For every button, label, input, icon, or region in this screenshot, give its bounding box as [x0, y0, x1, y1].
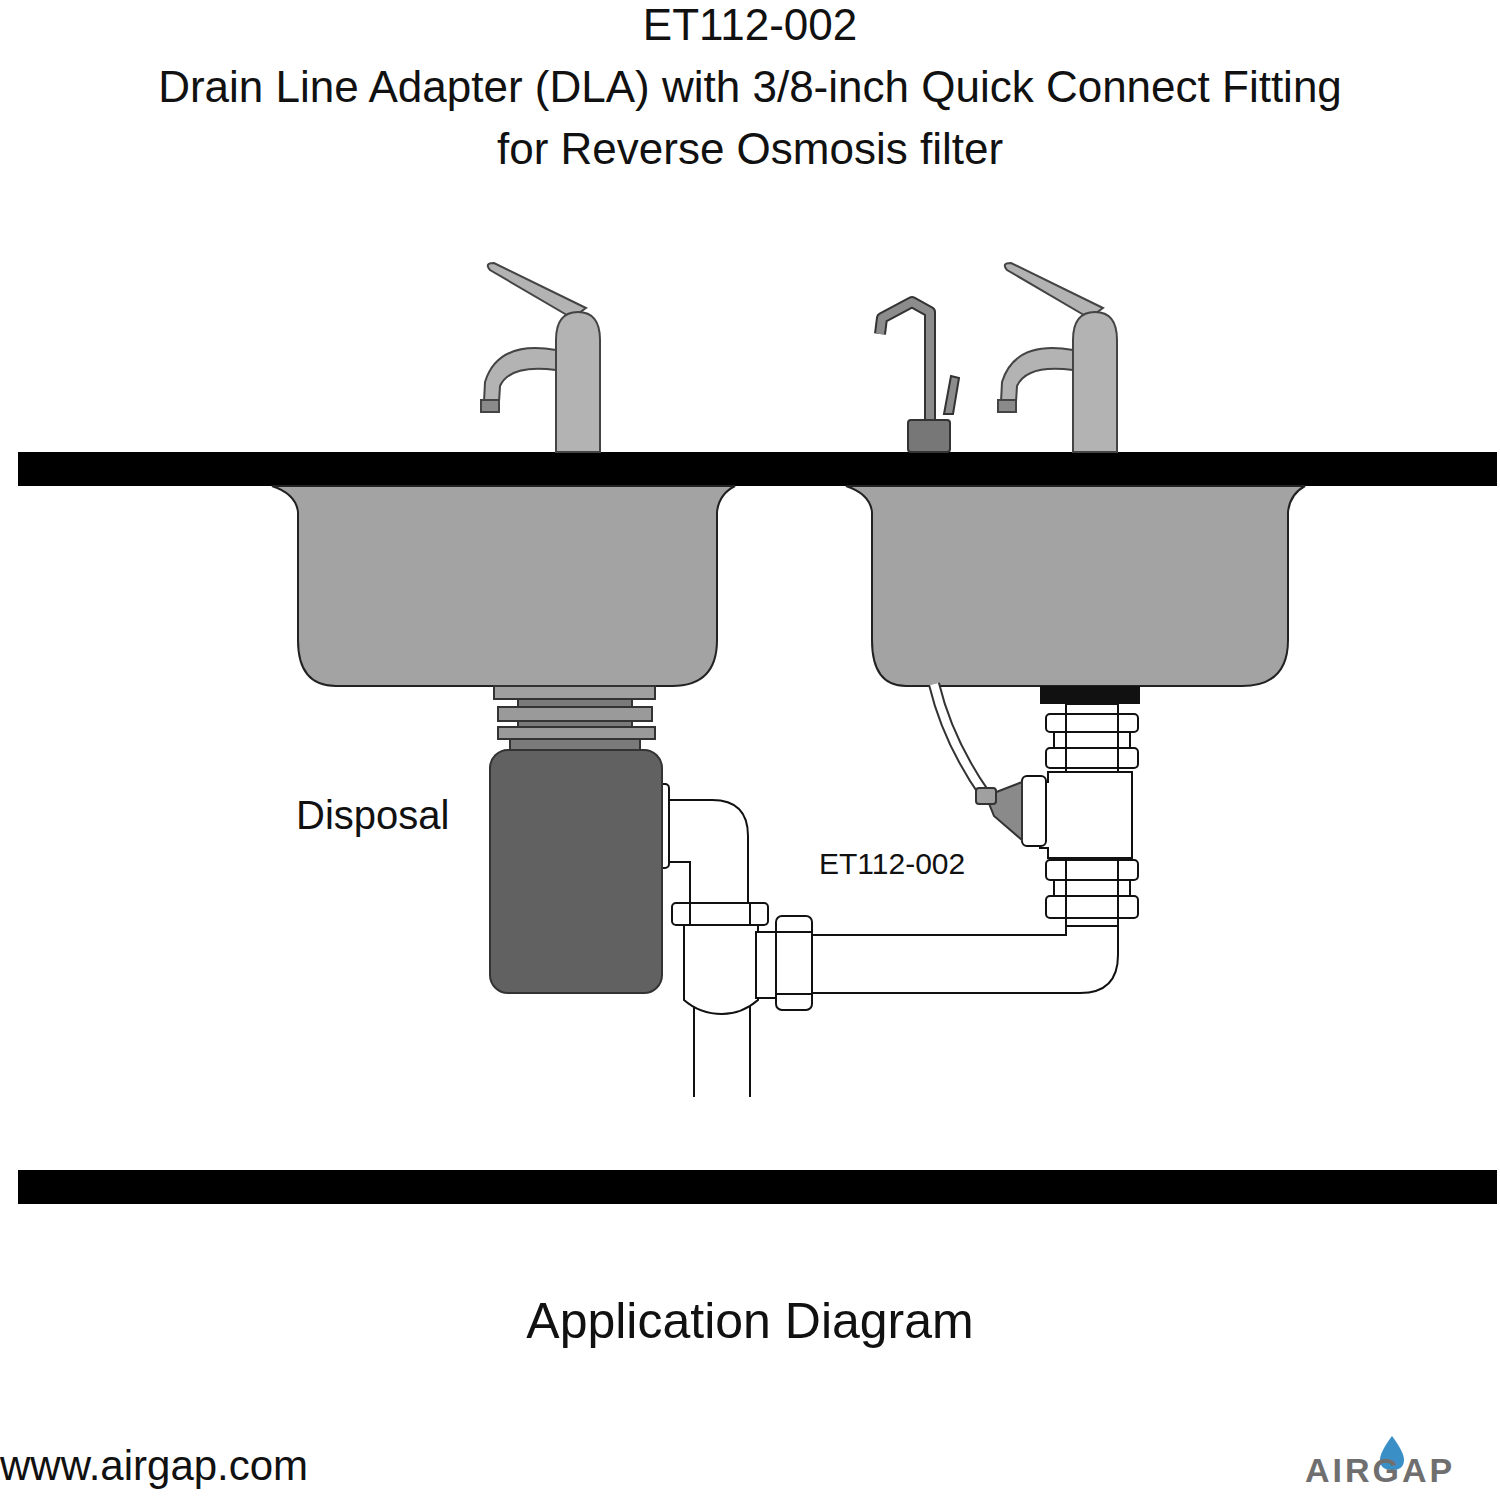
mount-ring: [498, 707, 652, 721]
faucet-body: [556, 312, 600, 452]
ro-drain-tube: [934, 684, 986, 796]
nut-ridge: [776, 931, 812, 933]
faucet-body: [1073, 312, 1117, 452]
mount-flange: [494, 686, 655, 699]
node-shape: [970, 770, 1050, 850]
slip-nut: [1046, 896, 1138, 918]
trap-arm: [812, 924, 1118, 993]
mount-ring: [498, 727, 655, 739]
slip-nut: [1046, 714, 1138, 732]
website-url: www.airgap.com: [0, 1442, 420, 1490]
nut-ridge: [749, 903, 751, 925]
nut-ridge: [1065, 860, 1067, 918]
drain-flange: [1040, 686, 1140, 704]
mount-ring: [518, 699, 632, 707]
slip-nut: [776, 916, 812, 1010]
node-shape: [490, 750, 662, 993]
faucet-lever: [488, 263, 586, 318]
nut-ridge: [1117, 860, 1119, 918]
pipe-tee: [684, 922, 758, 1014]
faucet-spout: [1001, 348, 1073, 402]
diagram-title: ET112-002: [0, 2, 1500, 48]
disposal-elbow: [662, 800, 748, 905]
subtitle: Drain Line Adapter (DLA) with 3/8-inch Q…: [140, 56, 1360, 180]
ro-faucet-neck: [880, 302, 930, 422]
part-number: ET112-002: [819, 846, 965, 881]
nut-ridge: [776, 993, 812, 995]
faucet: [481, 263, 600, 452]
adapter-nut: [1022, 776, 1046, 846]
tee-branch: [756, 932, 778, 998]
ro-drain-tube-outline: [934, 684, 986, 796]
ro-faucet-base: [908, 420, 950, 452]
floor-line: [18, 1170, 1497, 1204]
sink-basin: [272, 486, 735, 686]
nut-ridge: [1065, 714, 1067, 768]
countertop: [18, 452, 1497, 486]
drain-line-adapter: ET112-002: [970, 770, 1050, 850]
part-label: Disposal: [296, 792, 449, 838]
disposal-mount: [494, 686, 655, 750]
disposal-unit: Disposal: [490, 750, 662, 993]
nut-ridge: [1117, 714, 1119, 768]
slip-nut: [672, 903, 768, 925]
ro-faucet: [880, 302, 959, 452]
drain-piping: [655, 704, 1138, 1097]
slip-nut: [1046, 748, 1138, 768]
pipe-tee: [1040, 772, 1132, 858]
ro-faucet-lever: [944, 376, 959, 414]
ro-faucet-neck-outline: [880, 302, 930, 422]
disposal-body: [490, 750, 662, 993]
faucet-spout: [484, 348, 556, 402]
quick-connect-fitting: [976, 788, 996, 804]
faucet-nozzle: [481, 400, 499, 412]
nut-ridge: [689, 903, 691, 925]
faucet: [998, 263, 1117, 452]
diagram-caption: Application Diagram: [0, 1292, 1500, 1350]
faucet-nozzle: [998, 400, 1016, 412]
logo-text: AIRGAP: [1262, 1450, 1498, 1490]
mount-ring: [510, 739, 640, 750]
faucet-lever: [1005, 263, 1103, 318]
slip-nut: [1046, 860, 1138, 880]
sink-basin: [846, 486, 1305, 686]
